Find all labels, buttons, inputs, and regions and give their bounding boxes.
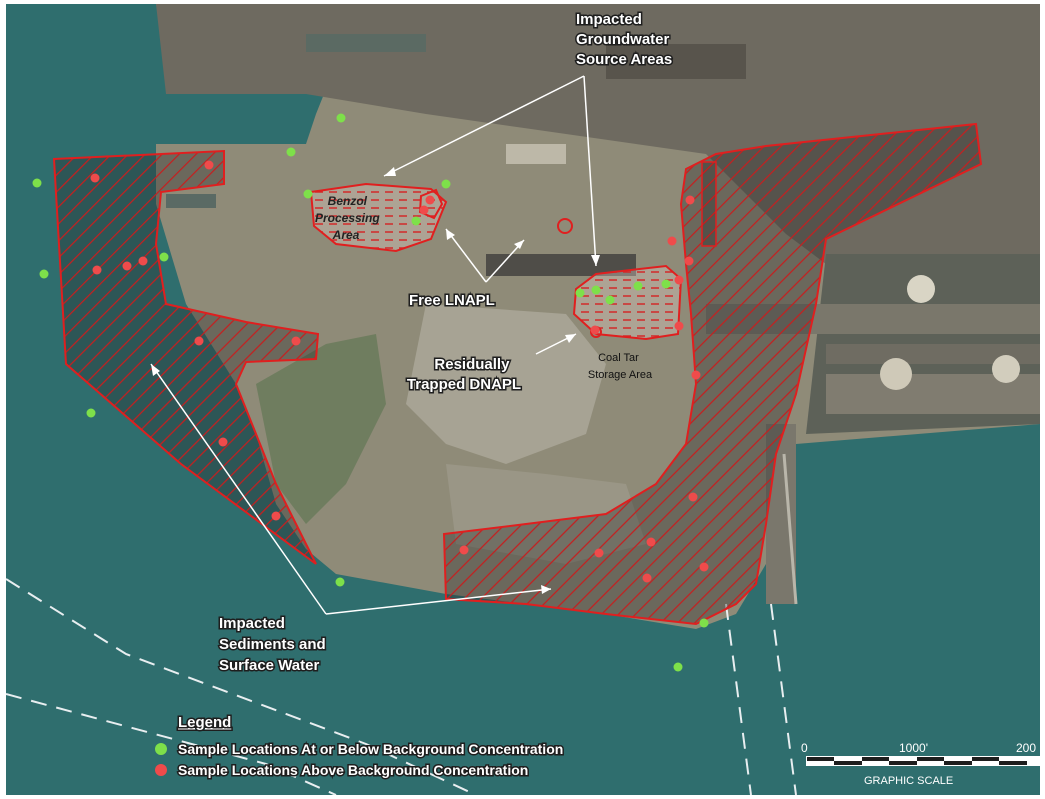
sample-point-above bbox=[590, 325, 600, 335]
sample-point-below bbox=[39, 269, 49, 279]
sample-points-below bbox=[32, 113, 709, 672]
sample-point-below bbox=[411, 216, 421, 226]
dnapl-label: Residually Trapped DNAPL bbox=[407, 356, 521, 393]
sample-point-below bbox=[32, 178, 42, 188]
legend-title: Legend bbox=[178, 714, 231, 731]
legend-label-below: Sample Locations At or Below Background … bbox=[178, 741, 563, 757]
impacted-sediments-east bbox=[442, 122, 983, 626]
sample-point-below bbox=[575, 288, 585, 298]
sample-point-above bbox=[699, 562, 709, 572]
sample-point-below bbox=[335, 577, 345, 587]
sample-point-above bbox=[688, 492, 698, 502]
sample-point-below bbox=[699, 618, 709, 628]
sample-point-above bbox=[459, 545, 469, 555]
sample-point-above bbox=[674, 321, 684, 331]
sample-point-above bbox=[674, 275, 684, 285]
sample-points-above bbox=[90, 160, 709, 583]
benzol-processing-area bbox=[309, 182, 448, 253]
scale-tick-2000: 200 bbox=[1016, 741, 1036, 755]
sample-point-above bbox=[425, 195, 435, 205]
lnapl-ring bbox=[557, 218, 573, 234]
sample-point-below bbox=[441, 179, 451, 189]
scale-tick-1000: 1000' bbox=[899, 741, 928, 755]
legend: Legend Sample Locations At or Below Back… bbox=[155, 713, 565, 780]
sample-point-above bbox=[138, 256, 148, 266]
sample-point-above bbox=[667, 236, 677, 246]
sample-point-above bbox=[122, 261, 132, 271]
free-lnapl-label: Free LNAPL bbox=[409, 292, 495, 309]
scale-caption: GRAPHIC SCALE bbox=[864, 775, 953, 787]
scale-tick-0: 0 bbox=[801, 741, 808, 755]
channel-lines bbox=[6, 578, 797, 795]
sample-point-below bbox=[633, 281, 643, 291]
sample-point-below bbox=[286, 147, 296, 157]
sample-point-below bbox=[661, 279, 671, 289]
impacted-pier bbox=[701, 161, 717, 247]
sample-point-above bbox=[684, 256, 694, 266]
sample-point-below bbox=[303, 189, 313, 199]
sample-point-above bbox=[685, 195, 695, 205]
sample-point-above bbox=[271, 511, 281, 521]
sample-point-below bbox=[605, 295, 615, 305]
impacted-sediments-west bbox=[52, 149, 320, 565]
sample-point-above bbox=[194, 336, 204, 346]
sample-point-above bbox=[419, 205, 429, 215]
sample-point-above bbox=[90, 173, 100, 183]
sample-point-below bbox=[591, 285, 601, 295]
legend-swatch-above bbox=[155, 764, 167, 776]
sample-point-above bbox=[594, 548, 604, 558]
sample-point-above bbox=[691, 370, 701, 380]
coal-tar-label: Coal Tar Storage Area bbox=[588, 352, 653, 381]
sediments-label: Impacted Sediments and Surface Water bbox=[219, 615, 330, 674]
groundwater-source-label: Impacted Groundwater Source Areas bbox=[576, 11, 674, 68]
sample-point-above bbox=[92, 265, 102, 275]
sample-point-above bbox=[204, 160, 214, 170]
aerial-map: Impacted Groundwater Source Areas Benzol… bbox=[6, 4, 1040, 795]
sample-point-below bbox=[86, 408, 96, 418]
sample-point-below bbox=[336, 113, 346, 123]
sample-point-below bbox=[673, 662, 683, 672]
sample-point-above bbox=[642, 573, 652, 583]
annotation-arrows bbox=[150, 75, 600, 615]
sample-point-above bbox=[646, 537, 656, 547]
benzol-area-label: Benzol Processing Area bbox=[315, 194, 383, 242]
graphic-scale: 0 1000' 200 GRAPHIC SCALE bbox=[801, 741, 1040, 787]
legend-label-above: Sample Locations Above Background Concen… bbox=[178, 762, 528, 778]
coal-tar-storage-area bbox=[572, 264, 683, 341]
sample-point-above bbox=[218, 437, 228, 447]
sample-point-above bbox=[291, 336, 301, 346]
sample-point-below bbox=[159, 252, 169, 262]
legend-swatch-below bbox=[155, 743, 167, 755]
